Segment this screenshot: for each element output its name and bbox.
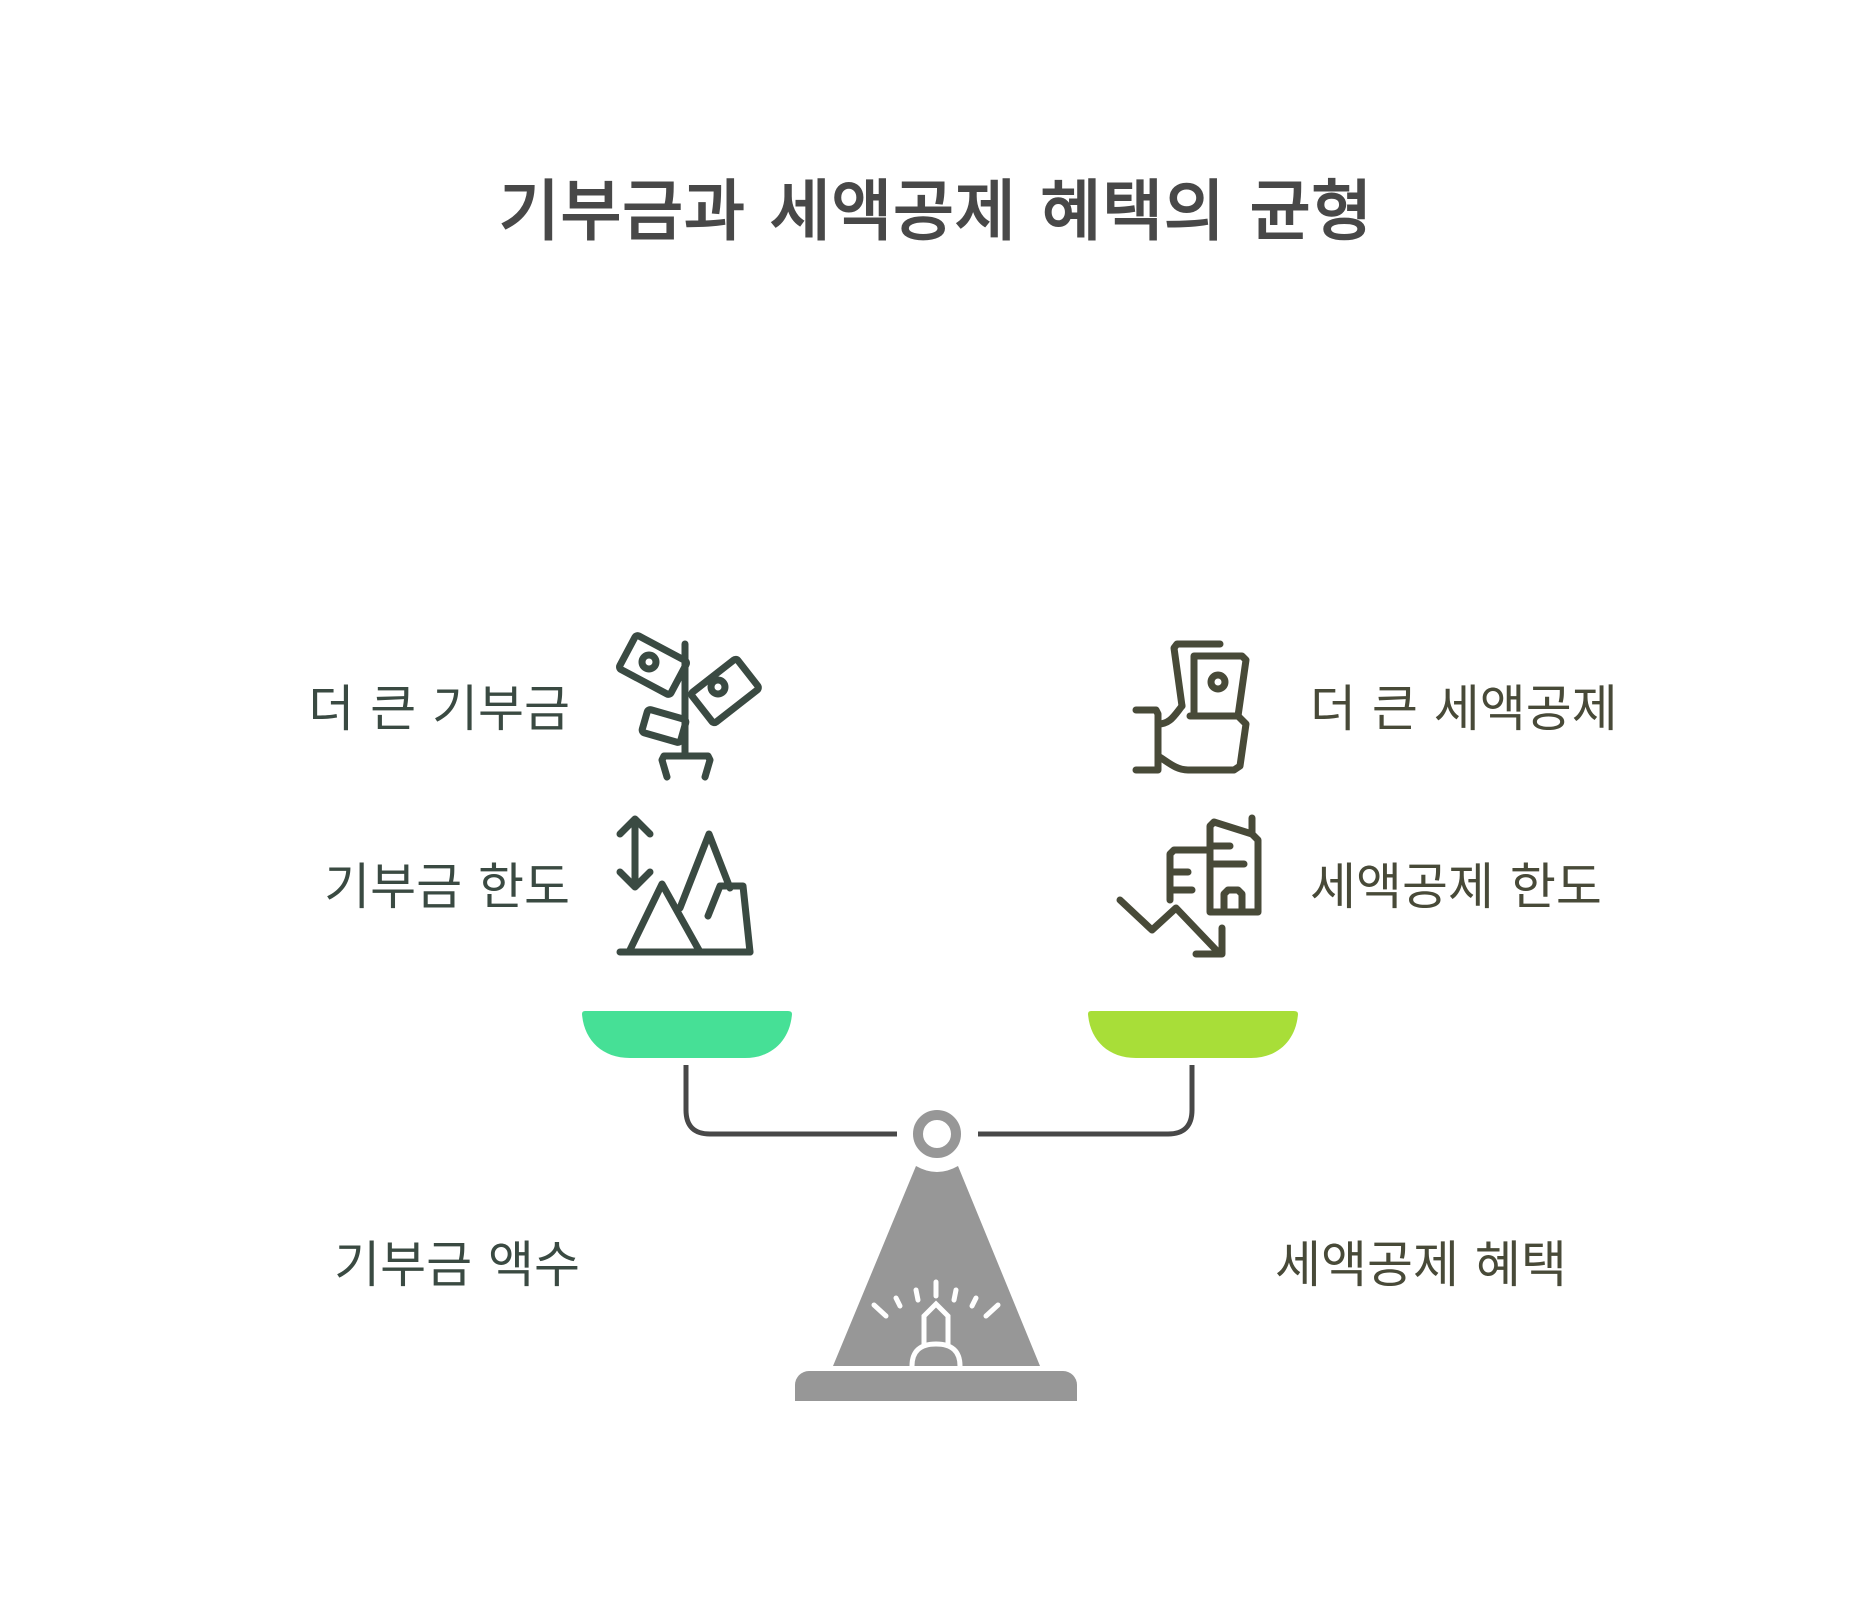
light-bulb-icon: [871, 1279, 1001, 1369]
mountain-height-icon: [616, 815, 754, 956]
building-declining-chart-icon: [1116, 814, 1262, 958]
money-tree-icon: [616, 632, 762, 781]
right-pan: [1088, 1011, 1298, 1058]
hand-holding-money-icon: [1132, 640, 1250, 774]
diagram-title: 기부금과 세액공제 혜택의 균형: [498, 173, 1374, 250]
label-bigger-donation: 더 큰 기부금: [308, 680, 570, 738]
label-tax-credit-benefit: 세액공제 혜택: [1275, 1236, 1567, 1294]
label-donation-limit: 기부금 한도: [324, 858, 570, 916]
label-bigger-tax-credit: 더 큰 세액공제: [1310, 680, 1618, 738]
beam-right: [978, 1065, 1195, 1137]
beam-left: [683, 1065, 897, 1137]
label-tax-credit-limit: 세액공제 한도: [1310, 858, 1602, 916]
stand: [833, 1166, 1040, 1366]
pivot: [913, 1110, 961, 1158]
left-pan: [582, 1011, 792, 1058]
label-donation-amount: 기부금 액수: [334, 1236, 580, 1294]
